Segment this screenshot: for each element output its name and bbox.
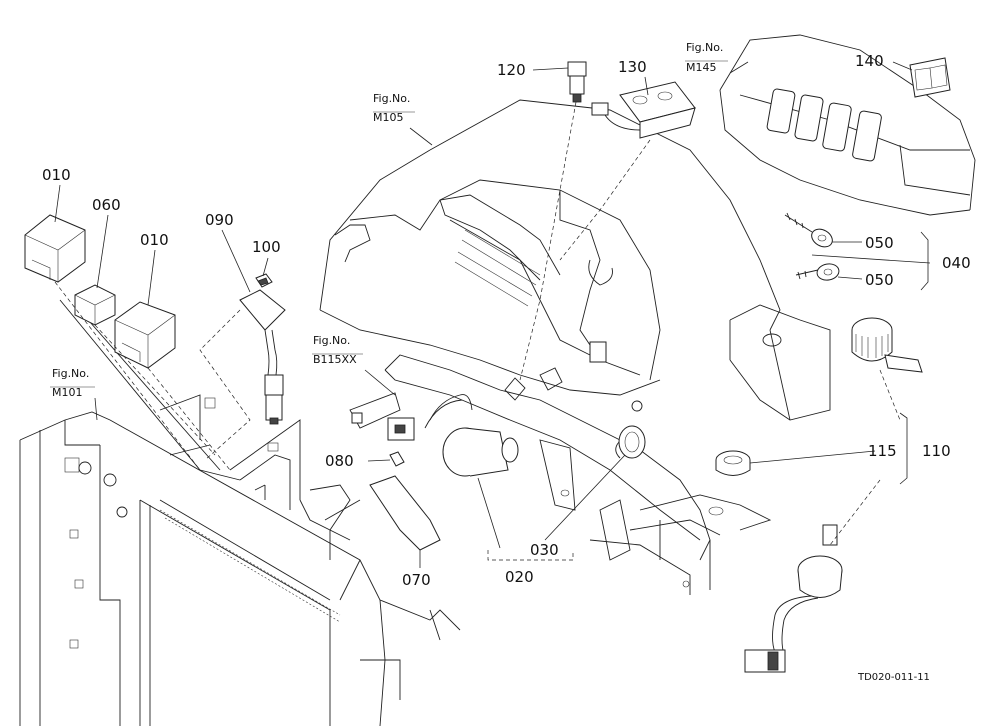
leader-100 bbox=[262, 257, 269, 277]
part-label-070: 070 bbox=[402, 571, 431, 589]
ignition-switch-harness bbox=[744, 524, 843, 673]
part-010-switch-lower bbox=[114, 301, 176, 369]
lower-panel-frame bbox=[349, 354, 772, 595]
assembly-lines-switches bbox=[54, 281, 231, 471]
leader-fig-m145 bbox=[729, 61, 749, 74]
fig-m105-line2: M105 bbox=[373, 111, 404, 124]
drawing-code: TD020-011-11 bbox=[857, 672, 930, 683]
instrument-panel-cover bbox=[319, 99, 831, 421]
part-label-140: 140 bbox=[855, 52, 884, 70]
fig-m101-line2: M101 bbox=[52, 386, 83, 399]
part-060-switch bbox=[74, 284, 116, 326]
leader-020 bbox=[477, 477, 501, 549]
leader-010a bbox=[54, 184, 61, 223]
leader-115 bbox=[749, 450, 876, 464]
fig-m105-line1: Fig.No. bbox=[373, 92, 410, 105]
ignition-knob bbox=[851, 317, 923, 373]
part-label-115: 115 bbox=[868, 442, 897, 460]
part-label-050-upper: 050 bbox=[865, 234, 894, 252]
part-label-130: 130 bbox=[618, 58, 647, 76]
leader-fig-b115 bbox=[364, 369, 396, 396]
part-100-nut bbox=[255, 273, 273, 288]
part-label-010-lower: 010 bbox=[140, 231, 169, 249]
part-label-100: 100 bbox=[252, 238, 281, 256]
part-140-connector bbox=[892, 57, 951, 98]
leader-030 bbox=[544, 454, 626, 541]
key-set-040 bbox=[784, 212, 931, 291]
leader-010b bbox=[147, 249, 156, 306]
part-label-050-lower: 050 bbox=[865, 271, 894, 289]
part-label-020: 020 bbox=[505, 568, 534, 586]
assembly-line-130 bbox=[559, 139, 651, 261]
assembly-line-090 bbox=[199, 309, 251, 461]
part-label-060: 060 bbox=[92, 196, 121, 214]
part-010-switch-upper bbox=[24, 214, 86, 283]
frame-panel bbox=[19, 299, 461, 726]
leader-fig-m105 bbox=[409, 127, 433, 146]
leader-080 bbox=[367, 459, 391, 462]
fig-m145-line2: M145 bbox=[686, 61, 717, 74]
fig-m145-line1: Fig.No. bbox=[686, 41, 723, 54]
part-label-040: 040 bbox=[942, 254, 971, 272]
part-label-010-upper: 010 bbox=[42, 166, 71, 184]
part-115-nut bbox=[715, 450, 751, 476]
part-120-connector bbox=[532, 61, 587, 103]
leader-060 bbox=[96, 214, 109, 289]
fig-b115-line1: Fig.No. bbox=[313, 334, 350, 347]
assembly-line-120 bbox=[519, 101, 577, 381]
part-030-ring bbox=[615, 425, 646, 459]
part-label-030: 030 bbox=[530, 541, 559, 559]
hood-grille bbox=[719, 34, 976, 216]
part-label-080: 080 bbox=[325, 452, 354, 470]
part-020-socket bbox=[387, 394, 519, 477]
fig-m101-line1: Fig.No. bbox=[52, 367, 89, 380]
leader-fig-m101 bbox=[94, 397, 98, 421]
part-label-110: 110 bbox=[922, 442, 951, 460]
part-label-090: 090 bbox=[205, 211, 234, 229]
bracket-110 bbox=[899, 412, 908, 485]
fig-b115-line2: B115XX bbox=[313, 353, 357, 366]
part-080-070-relay bbox=[369, 451, 441, 551]
part-label-120: 120 bbox=[497, 61, 526, 79]
part-090-relay bbox=[239, 289, 286, 425]
part-130-lamp bbox=[591, 76, 696, 139]
bracket-020 bbox=[487, 550, 574, 561]
assembly-line-switch bbox=[829, 369, 901, 546]
leader-090 bbox=[221, 229, 251, 293]
